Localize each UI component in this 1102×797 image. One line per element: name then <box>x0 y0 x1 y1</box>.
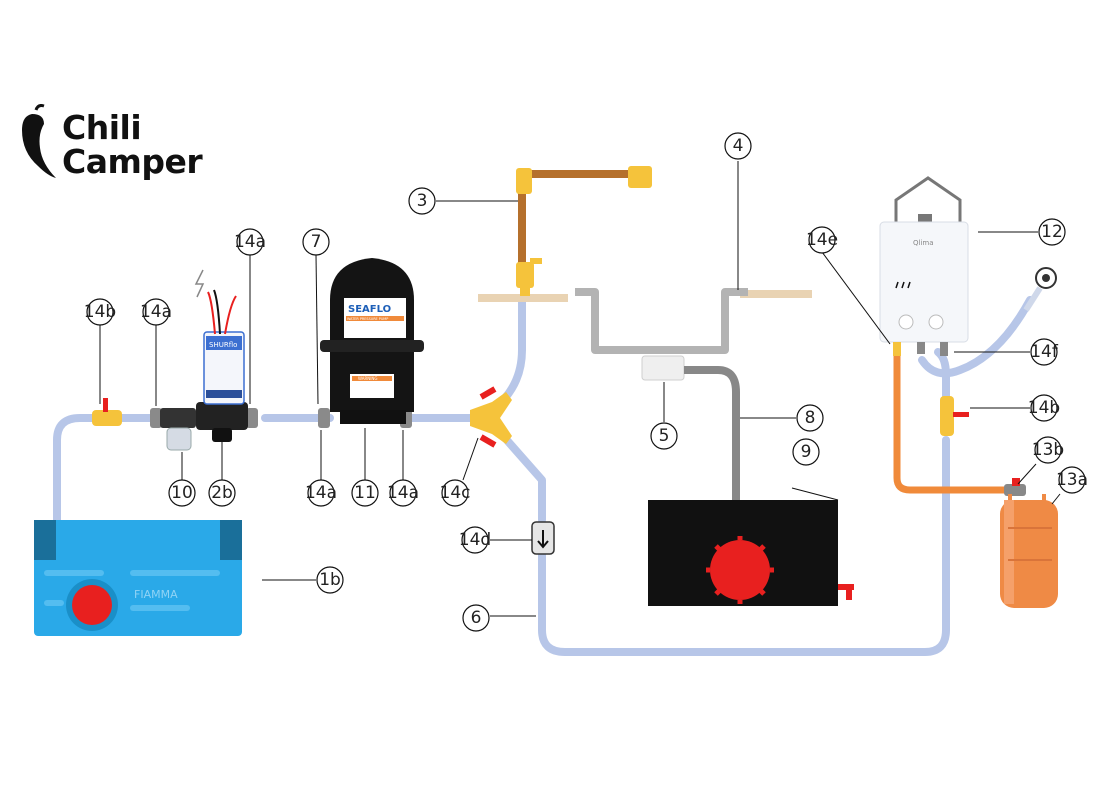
label-14e: 14e <box>806 230 838 250</box>
callout-14a-acc <box>389 479 417 507</box>
pressure-accumulator: SEAFLO WATER PRESSURE PUMP WARNING <box>320 258 424 424</box>
callout-14e <box>808 226 836 254</box>
callout-13b <box>1034 436 1062 464</box>
check-valve <box>531 521 555 555</box>
lightning-icon <box>194 269 205 298</box>
pipe-heater-to-shower <box>918 296 1034 378</box>
label-12: 12 <box>1041 222 1063 242</box>
chili-pepper-icon <box>22 104 56 178</box>
label-6: 6 <box>471 608 482 628</box>
label-1b: 1b <box>319 570 341 590</box>
callout-11 <box>351 479 379 507</box>
pipe-tee-down <box>501 434 546 524</box>
label-14d: 14d <box>459 530 491 550</box>
waste-pipe <box>684 366 740 500</box>
pump-brand: SHURflo <box>209 341 237 349</box>
pipe-main-return <box>538 436 950 656</box>
label-8: 8 <box>805 408 816 428</box>
label-3: 3 <box>417 191 428 211</box>
label-2b: 2b <box>211 483 233 503</box>
label-9: 9 <box>801 442 812 462</box>
callout-9 <box>792 438 820 466</box>
ball-valve-left <box>92 398 122 426</box>
label-14a-pump: 14a <box>234 232 266 252</box>
water-heater: Qlima <box>879 176 969 356</box>
callouts <box>86 132 1086 632</box>
pipe-tee-to-tap <box>501 296 526 402</box>
callout-8 <box>796 404 824 432</box>
fresh-water-tank: FIAMMA <box>34 520 242 636</box>
accumulator-warning: WARNING <box>358 376 378 381</box>
callout-14d <box>461 526 489 554</box>
gas-pipe <box>893 352 1014 494</box>
arrow-down-icon <box>537 530 549 549</box>
heater-brand: Qlima <box>913 239 934 247</box>
water-pipes <box>53 296 1034 656</box>
callout-14a-mid <box>307 479 335 507</box>
ball-valve-right <box>940 396 969 436</box>
faucet <box>516 166 652 296</box>
water-filter <box>160 408 196 451</box>
label-14a-mid: 14a <box>305 483 337 503</box>
label-14b-right: 14b <box>1028 398 1060 418</box>
callout-14c <box>441 479 469 507</box>
callout-2b <box>208 479 236 507</box>
accumulator-subtitle: WATER PRESSURE PUMP <box>347 317 388 321</box>
water-tank-brand: FIAMMA <box>134 588 178 601</box>
label-11: 11 <box>354 483 376 503</box>
callout-6 <box>462 604 490 632</box>
callout-10 <box>168 479 196 507</box>
leader-lines <box>99 161 1061 617</box>
callout-5 <box>650 422 678 450</box>
counter-top-right <box>740 290 812 298</box>
shower-head <box>1023 267 1057 312</box>
callout-13a <box>1058 466 1086 494</box>
label-13a: 13a <box>1056 470 1088 490</box>
accumulator-brand: SEAFLO <box>348 304 391 315</box>
logo-line-2: Camper <box>62 142 203 181</box>
sink-trap <box>641 355 685 381</box>
callout-14f <box>1030 338 1058 366</box>
label-4: 4 <box>733 136 744 156</box>
callout-14b-right <box>1030 394 1058 422</box>
label-14a-acc: 14a <box>387 483 419 503</box>
label-14f: 14f <box>1030 342 1059 362</box>
logo-line-1: Chili <box>62 108 142 147</box>
label-13b: 13b <box>1032 440 1064 460</box>
label-7: 7 <box>311 232 322 252</box>
pump-wires <box>207 291 237 335</box>
pipe-tank-to-valve <box>53 414 102 524</box>
label-14c: 14c <box>440 483 471 503</box>
label-14a-left: 14a <box>140 302 172 322</box>
chili-camper-logo: Chili Camper <box>14 104 204 184</box>
callout-4 <box>724 132 752 160</box>
sink-basin <box>575 288 748 354</box>
callout-12 <box>1038 218 1066 246</box>
label-14b-left: 14b <box>84 302 116 322</box>
gas-bottle <box>1000 478 1058 608</box>
tee-fitting <box>470 386 512 448</box>
water-pump: SHURflo <box>194 269 248 442</box>
callout-3 <box>408 187 436 215</box>
callout-1b <box>316 566 344 594</box>
callout-14a-pump <box>236 228 264 256</box>
counter-top-left <box>478 294 568 302</box>
callout-7 <box>302 228 330 256</box>
label-5: 5 <box>659 426 670 446</box>
label-10: 10 <box>171 483 193 503</box>
callout-14a-left <box>142 298 170 326</box>
waste-tank <box>648 500 854 606</box>
callout-14b-left <box>86 298 114 326</box>
